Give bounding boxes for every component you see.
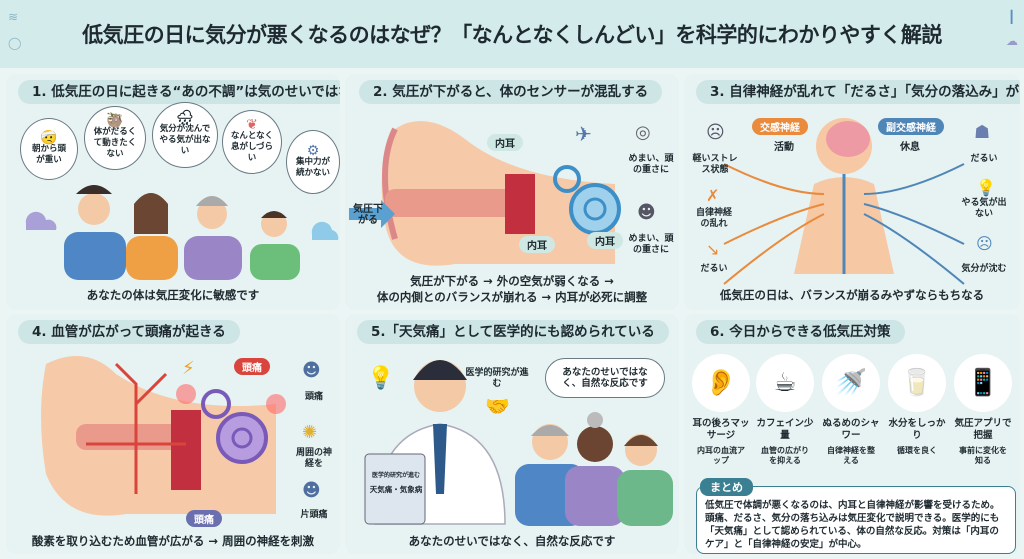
side-note: めまい、頭の重さに: [628, 234, 674, 255]
tip-title: 気圧アプリで把握: [954, 418, 1012, 441]
bubble-icon: 🤕: [40, 129, 58, 146]
doctor-and-patients-illustration: [364, 360, 673, 526]
dizzy-head-icon: ☻: [637, 202, 656, 223]
thought-bubble: ⚙集中力が続かない: [286, 130, 340, 194]
panel-4: 4. 血管が広がって頭痛が起きる ⚡ 頭痛 頭痛 ☻ 頭痛 ✺ 周囲の神経を ☻…: [6, 314, 340, 554]
droplet-icon: ◯: [8, 36, 22, 50]
speech-bubble: あなたのせいではなく、自然な反応です: [545, 358, 665, 398]
inner-ear-tag: 内耳: [587, 232, 623, 249]
panel-caption: 酸素を取り込むため血管が広がる → 周囲の神経を刺激: [31, 534, 315, 548]
thought-bubble: 🤕朝から頭が重い: [20, 118, 78, 180]
handshake-icon: 🤝: [485, 394, 510, 418]
side-note: 頭痛: [304, 392, 323, 402]
nerve-cell-icon: ✺: [302, 422, 318, 443]
stressed-person-icon: ☹: [706, 122, 725, 143]
right-effect: 気分が沈む: [961, 264, 1007, 274]
sympathetic-sub: 活動: [774, 142, 794, 153]
clipboard-text: 医学的研究が進む: [371, 472, 420, 479]
tip-title: 水分をしっかり: [888, 418, 946, 441]
tip-sub: 自律神経を整える: [827, 446, 875, 465]
tired-person-icon: ☗: [974, 122, 991, 143]
side-note: 周囲の神経を: [295, 448, 332, 469]
panel-6: 6. 今日からできる低気圧対策 👂 ☕ 🚿 🥛 📱 耳の後ろマッサージ カフェイ…: [684, 314, 1020, 554]
rain-cloud-icon: 🌧: [176, 110, 194, 126]
tip-sub: 事前に変化を知る: [959, 446, 1007, 465]
thermometer-icon: ┃: [1008, 10, 1016, 24]
panel-caption: あなたのせいではなく、自然な反応です: [408, 534, 616, 548]
panel-2: 2. 気圧が下がると、体のセンサーが混乱する 気圧下がる 内耳 内耳 内耳 ✈ …: [345, 74, 679, 310]
tip-sub: 循環を良く: [897, 446, 937, 455]
clipboard-title: 天気痛・気象病: [369, 485, 423, 494]
left-effect: だるい: [700, 264, 728, 274]
thought-bubble: 🦥体がだるくて動きたくない: [84, 106, 146, 170]
panel-caption: 気圧が下がる → 外の空気が弱くなる →: [410, 274, 614, 288]
header: ≋ ◯ 低気圧の日に気分が悪くなるのはなぜ？「なんとなくしんどい」を科学的にわか…: [0, 0, 1024, 68]
headache-head-icon: ☻: [302, 360, 321, 381]
research-label: 医学的研究が進む: [465, 368, 529, 389]
left-effect: 自律神経の乱れ: [695, 208, 732, 229]
page-title: 低気圧の日に気分が悪くなるのはなぜ？「なんとなくしんどい」を科学的にわかりやすく…: [82, 23, 942, 47]
panel-caption: 低気圧の日は、バランスが崩るみやずならもちなる: [719, 288, 985, 302]
pressure-label: 気圧下がる: [353, 204, 383, 226]
nervous-system-diagram: [723, 118, 965, 285]
panel-caption: あなたの体は気圧変化に敏感です: [86, 288, 260, 302]
summary-label: まとめ: [700, 478, 753, 496]
panel-heading: 4. 血管が広がって頭痛が起きる: [18, 320, 240, 344]
cloud-icon: ☁: [1006, 34, 1018, 48]
ear-diagram: [349, 121, 621, 266]
side-note: めまい、頭の重さに: [628, 154, 674, 175]
wind-icon: ≋: [8, 10, 19, 24]
panel-heading: 3. 自律神経が乱れて「だるさ」「気分の落込み」が出る: [696, 80, 1020, 104]
panel-1: 1. 低気圧の日に起きる“あの不調”は気のせいではない 🤕朝から頭が重い 🦥体が…: [6, 74, 340, 310]
airplane-icon: ✈: [575, 122, 592, 146]
panel-3: 3. 自律神経が乱れて「だるさ」「気分の落込み」が出る 交感神経 活動 副交感神…: [684, 74, 1020, 310]
lightbulb-icon: 💡: [367, 366, 395, 391]
summary-box: 低気圧で体調が悪くなるのは、内耳と自律神経が影響を受けるため。頭痛、だるさ、気分…: [696, 486, 1016, 554]
app-icon: 📱: [954, 354, 1012, 412]
right-effect: やる気が出ない: [961, 198, 1007, 219]
coffee-icon: ☕: [756, 354, 814, 412]
svg-text:⚡: ⚡: [182, 358, 195, 379]
tip-title: ぬるめのシャワー: [822, 418, 880, 441]
blood-vessel-diagram: ⚡: [41, 356, 286, 516]
down-trend-icon: ↘: [706, 240, 720, 259]
shower-icon: 🚿: [822, 354, 880, 412]
thought-bubble: ❦なんとなく息がしづらい: [222, 110, 282, 174]
side-note: 片頭痛: [300, 510, 328, 520]
family-illustration: [25, 185, 339, 280]
sad-face-icon: ☹: [976, 234, 993, 253]
panel-heading: 2. 気圧が下がると、体のセンサーが混乱する: [359, 80, 663, 104]
tangled-nerves-icon: ✗: [706, 186, 720, 205]
gears-icon: ⚙: [306, 142, 320, 159]
tip-sub: 血管の広がりを抑える: [761, 446, 809, 465]
lungs-icon: ❦: [246, 117, 258, 133]
left-effect: 軽いストレス状態: [692, 154, 738, 175]
headache-tag: 頭痛: [186, 510, 222, 527]
panel-caption: 体の内側とのバランスが崩れる → 内耳が必死に調整: [376, 290, 648, 304]
panel-5: 5.「天気痛」として医学的にも認められている 💡 医学的研究が進む 天気痛・気象…: [345, 314, 679, 554]
ear-massage-icon: 👂: [692, 354, 750, 412]
thought-bubble: 🌧気分が沈んでやる気が出ない: [152, 102, 218, 168]
tip-title: カフェイン少量: [756, 418, 814, 441]
dizzy-swirl-icon: ◎: [635, 122, 651, 143]
tip-title: 耳の後ろマッサージ: [692, 418, 750, 441]
sympathetic-tag: 交感神経: [752, 118, 808, 135]
right-effect: だるい: [970, 154, 998, 164]
water-glass-icon: 🥛: [888, 354, 946, 412]
lightbulb-icon: 💡: [976, 178, 996, 197]
headache-tag: 頭痛: [234, 358, 270, 375]
parasympathetic-sub: 休息: [900, 142, 920, 153]
migraine-head-icon: ☻: [302, 480, 321, 501]
inner-ear-tag: 内耳: [519, 236, 555, 253]
panel-heading: 5.「天気痛」として医学的にも認められている: [357, 320, 669, 344]
tip-sub: 内耳の血流アップ: [697, 446, 745, 465]
panel-heading: 6. 今日からできる低気圧対策: [696, 320, 905, 344]
parasympathetic-tag: 副交感神経: [878, 118, 944, 135]
inner-ear-tag: 内耳: [487, 134, 523, 151]
panel-heading: 1. 低気圧の日に起きる“あの不調”は気のせいではない: [18, 80, 340, 104]
sloth-icon: 🦥: [106, 113, 124, 129]
